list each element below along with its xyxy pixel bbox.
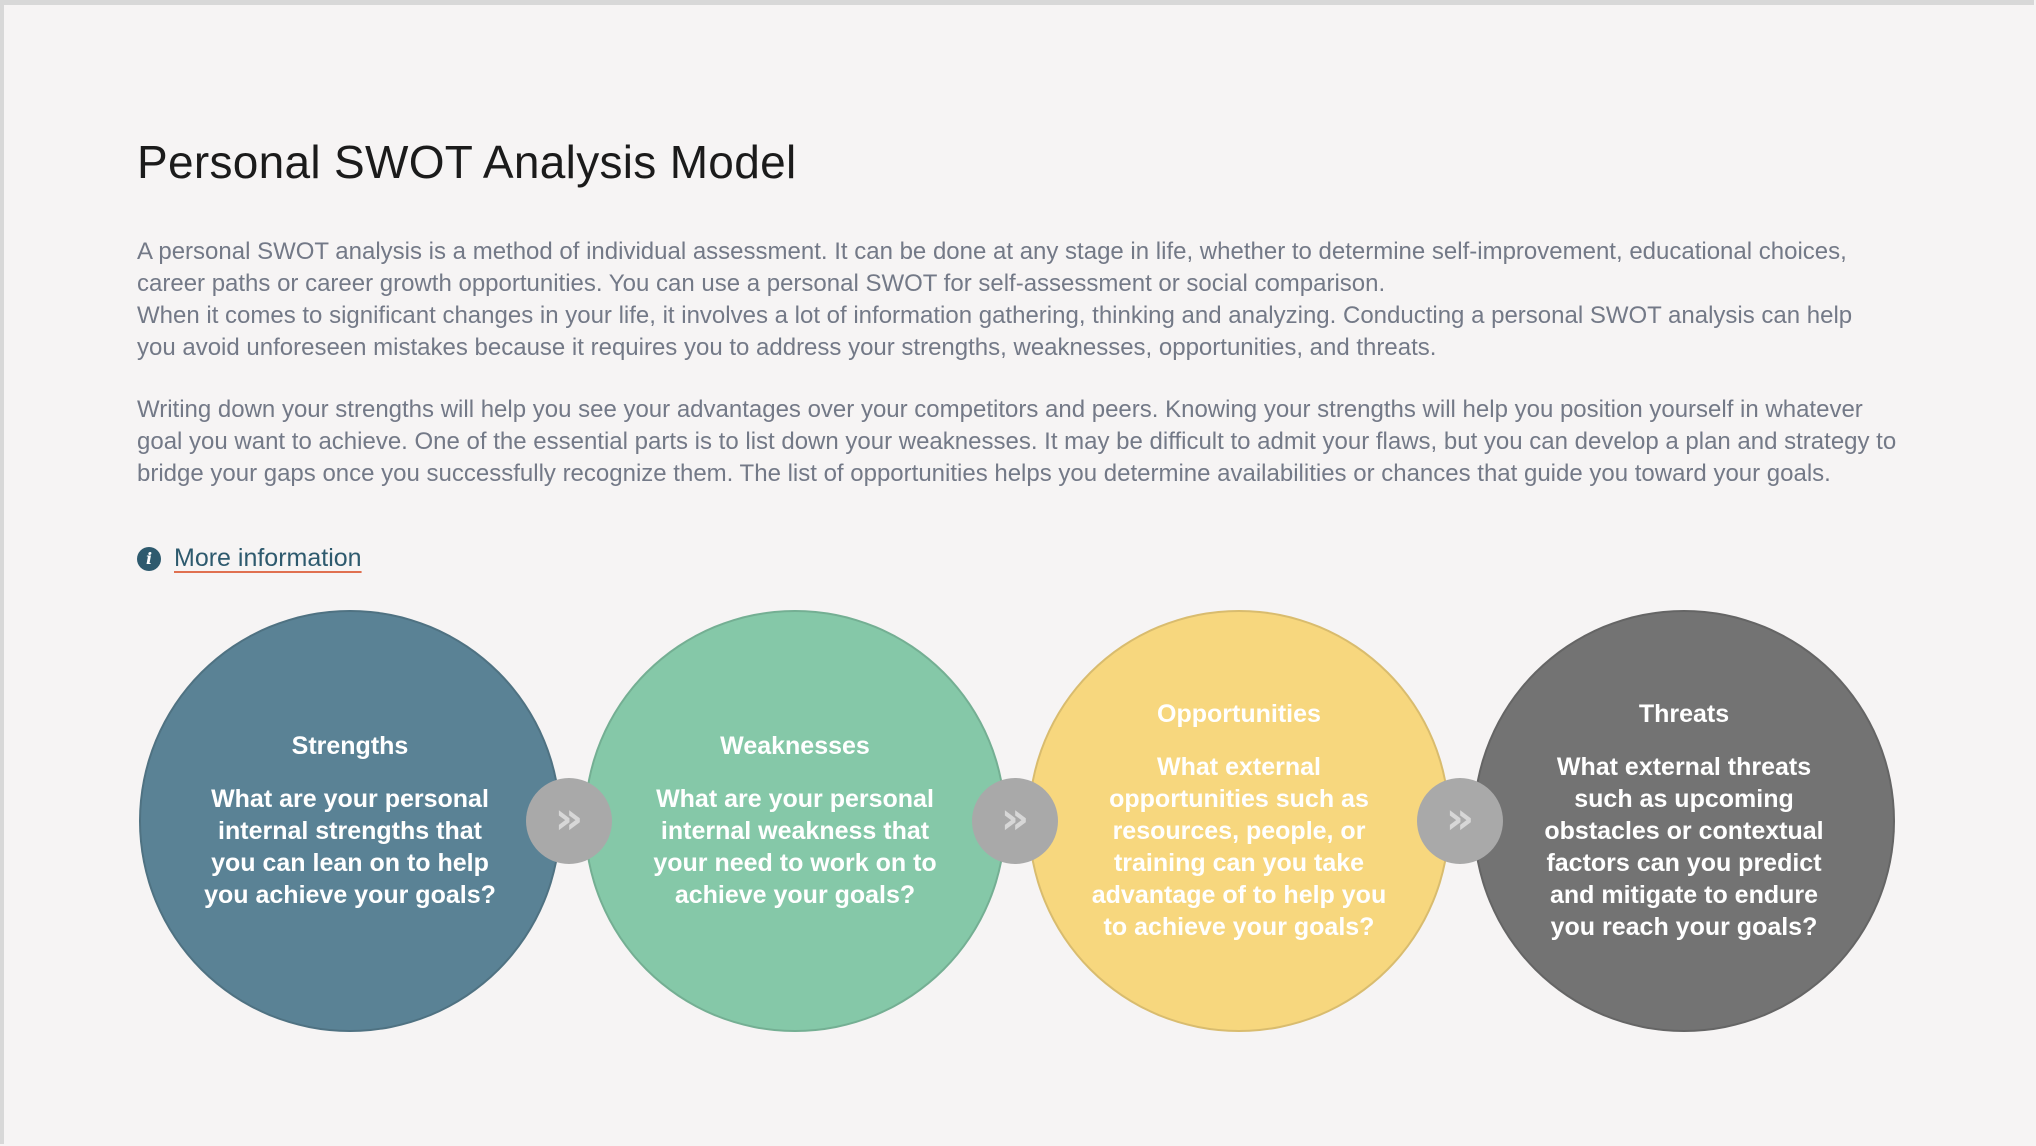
description-paragraph-2: When it comes to significant changes in … bbox=[137, 302, 1853, 361]
weaknesses-circle: Weaknesses What are your personal intern… bbox=[584, 610, 1006, 1032]
paragraph-gap bbox=[137, 364, 1897, 394]
opportunities-text: What external opportunities such as reso… bbox=[1091, 752, 1387, 941]
strengths-text: What are your personal internal strength… bbox=[204, 784, 496, 909]
more-information-link[interactable]: More information bbox=[174, 544, 362, 572]
opportunities-title: Opportunities bbox=[1157, 699, 1321, 728]
more-information[interactable]: i More information bbox=[137, 544, 362, 573]
description-paragraph-3: Writing down your strengths will help yo… bbox=[137, 396, 1897, 487]
page-title: Personal SWOT Analysis Model bbox=[137, 136, 797, 188]
double-chevron-right-icon: » bbox=[1417, 778, 1503, 864]
strengths-circle: Strengths What are your personal interna… bbox=[139, 610, 561, 1032]
weaknesses-text: What are your personal internal weakness… bbox=[653, 784, 937, 909]
threats-title: Threats bbox=[1638, 699, 1730, 728]
opportunities-circle: Opportunities What external opportunitie… bbox=[1028, 610, 1450, 1032]
strengths-title: Strengths bbox=[291, 731, 409, 760]
double-chevron-right-icon: » bbox=[526, 778, 612, 864]
double-chevron-right-icon: » bbox=[972, 778, 1058, 864]
description: A personal SWOT analysis is a method of … bbox=[137, 236, 1897, 490]
threats-text: What external threats such as upcoming o… bbox=[1544, 752, 1824, 941]
info-icon: i bbox=[137, 546, 161, 571]
weaknesses-title: Weaknesses bbox=[720, 731, 870, 760]
description-paragraph-1: A personal SWOT analysis is a method of … bbox=[137, 238, 1847, 297]
threats-circle: Threats What external threats such as up… bbox=[1473, 610, 1895, 1032]
